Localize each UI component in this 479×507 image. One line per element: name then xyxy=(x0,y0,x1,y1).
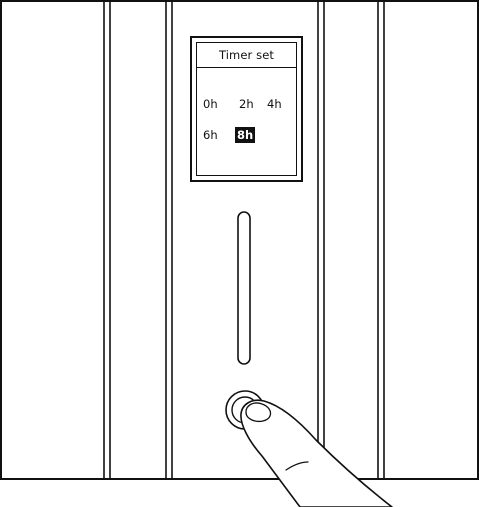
indicator-slot xyxy=(237,211,251,365)
timer-option-2h: 2h xyxy=(239,97,254,111)
timer-display-title: Timer set xyxy=(197,43,296,68)
fingernail xyxy=(245,402,272,423)
timer-display-screen: Timer set 0h 2h 4h 6h 8h xyxy=(190,36,303,182)
timer-option-6h: 6h xyxy=(203,128,218,142)
timer-option-0h: 0h xyxy=(203,97,218,111)
knuckle-crease xyxy=(285,461,309,471)
timer-display-inner: Timer set 0h 2h 4h 6h 8h xyxy=(196,42,297,176)
pressing-finger xyxy=(240,399,393,507)
timer-option-8h-selected: 8h xyxy=(235,127,256,143)
finger-outline xyxy=(240,399,393,507)
timer-option-4h: 4h xyxy=(267,97,282,111)
